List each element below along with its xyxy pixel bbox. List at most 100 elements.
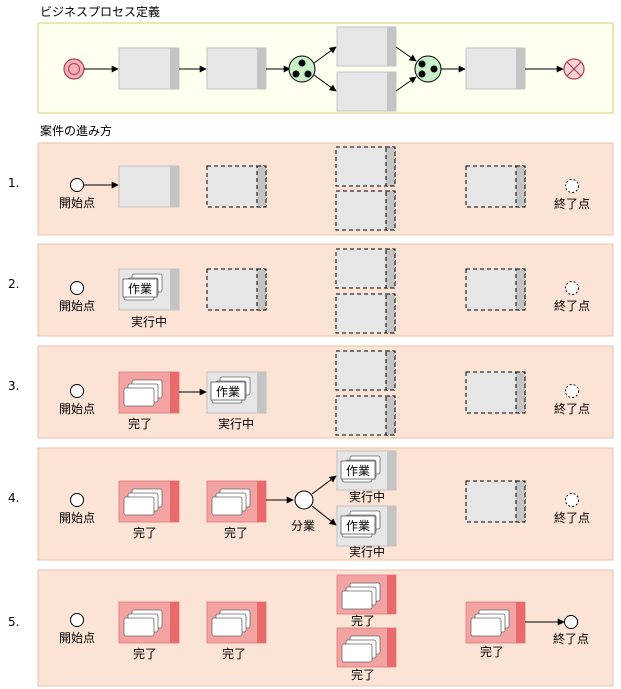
pending-task-box: [465, 371, 526, 414]
end-node-icon: [565, 493, 579, 507]
running-label: 実行中: [218, 416, 254, 431]
pending-task-box: [206, 165, 267, 208]
flow-arrow: [313, 46, 337, 64]
step-number: 2.: [8, 277, 19, 291]
pending-task-box-side: [385, 190, 396, 231]
task-box-side: [387, 451, 396, 490]
task-box-side: [387, 27, 396, 66]
running-label: 実行中: [349, 544, 385, 559]
pending-task-box-side: [385, 395, 396, 436]
work-label: 作業: [346, 464, 370, 478]
pending-task-box: [335, 395, 396, 436]
end-label: 終了点: [554, 298, 590, 313]
task-box: [118, 47, 180, 90]
start-node-icon: [70, 613, 84, 627]
step-number: 1.: [8, 176, 19, 190]
start-node-icon: [70, 384, 84, 398]
pending-task-box-side: [515, 371, 526, 414]
pending-task-box: [335, 146, 396, 187]
pending-task-box: [206, 268, 267, 311]
gateway-dot: [298, 59, 306, 67]
task-box: [206, 47, 267, 90]
step-4: 4.開始点完了完了分業作業実行中作業実行中終了点: [8, 447, 614, 561]
gateway-dot: [430, 65, 438, 73]
start-label: 開始点: [59, 511, 95, 525]
work-label-frame: [340, 515, 376, 535]
pending-task-box-side: [515, 268, 526, 311]
done-task-box-side: [170, 481, 179, 522]
gateway-dot: [418, 70, 426, 78]
start-node-icon: [70, 493, 84, 507]
task-box-side: [387, 506, 396, 546]
work-item-sheet: [123, 387, 155, 407]
done-task-box-side: [170, 372, 179, 413]
work-label-frame: [340, 460, 376, 480]
work-label-frame: [122, 278, 158, 298]
task-box: [465, 47, 526, 90]
pending-task-box: [465, 480, 526, 523]
pending-task-box-side: [515, 480, 526, 523]
start-label: 開始点: [59, 299, 95, 313]
flow-arrow: [311, 505, 337, 526]
done-label: 完了: [351, 613, 375, 628]
pending-task-box: [335, 350, 396, 391]
done-label: 完了: [351, 667, 375, 682]
running-label: 実行中: [349, 489, 385, 504]
done-label: 完了: [133, 525, 157, 540]
step-number: 5.: [8, 615, 19, 629]
work-item-sheet: [341, 590, 373, 610]
definition-title: ビジネスプロセス定義: [40, 4, 160, 19]
gateway-dot: [304, 70, 312, 78]
flow-arrow: [395, 46, 417, 62]
flow-arrow: [311, 475, 337, 495]
step-5: 5.開始点完了完了完了完了完了終了点: [8, 569, 614, 687]
done-label: 完了: [133, 646, 157, 661]
end-label: 終了点: [554, 510, 590, 525]
pending-task-box-side: [256, 165, 267, 208]
start-event-inner: [68, 63, 80, 75]
definition-flow: [63, 26, 585, 112]
progress-title: 案件の進み方: [40, 123, 112, 138]
done-task-box-side: [257, 481, 266, 522]
done-label: 完了: [222, 646, 246, 661]
branch-node-ring: [294, 490, 314, 510]
work-item-sheet: [211, 617, 243, 637]
pending-task-box-side: [515, 165, 526, 208]
done-task-box-side: [387, 575, 396, 614]
pending-task-box-side: [256, 268, 267, 311]
start-label: 開始点: [59, 196, 95, 210]
work-label: 作業: [216, 385, 240, 399]
start-label: 開始点: [59, 631, 95, 645]
task-box-side: [516, 48, 525, 89]
flow-arrow: [313, 74, 337, 92]
end-label: 終了点: [553, 631, 589, 646]
work-item-sheet: [211, 496, 243, 516]
end-node-icon: [565, 179, 579, 193]
gateway-dot: [292, 70, 300, 78]
pending-task-box-side: [385, 248, 396, 289]
done-task-box-side: [170, 602, 179, 643]
task-box-side: [387, 72, 396, 111]
done-label: 完了: [480, 644, 504, 659]
start-label: 開始点: [59, 402, 95, 416]
branch-label: 分業: [291, 519, 315, 533]
work-label-frame: [210, 381, 246, 401]
work-item-sheet: [470, 617, 502, 637]
end-label: 終了点: [554, 196, 590, 211]
pending-task-box-side: [385, 146, 396, 187]
start-node-icon: [70, 281, 84, 295]
task-box-side: [170, 166, 179, 207]
done-task-box-side: [387, 628, 396, 667]
running-label: 実行中: [131, 314, 167, 329]
step-1: 1. 開始点 終了点: [8, 142, 614, 236]
step-number: 4.: [8, 491, 19, 505]
task-box-side: [257, 372, 266, 413]
pending-task-box: [335, 190, 396, 231]
end-node-icon: [564, 615, 578, 629]
pending-task-box: [465, 165, 526, 208]
done-task-box-side: [516, 602, 525, 643]
done-label: 完了: [224, 525, 248, 540]
